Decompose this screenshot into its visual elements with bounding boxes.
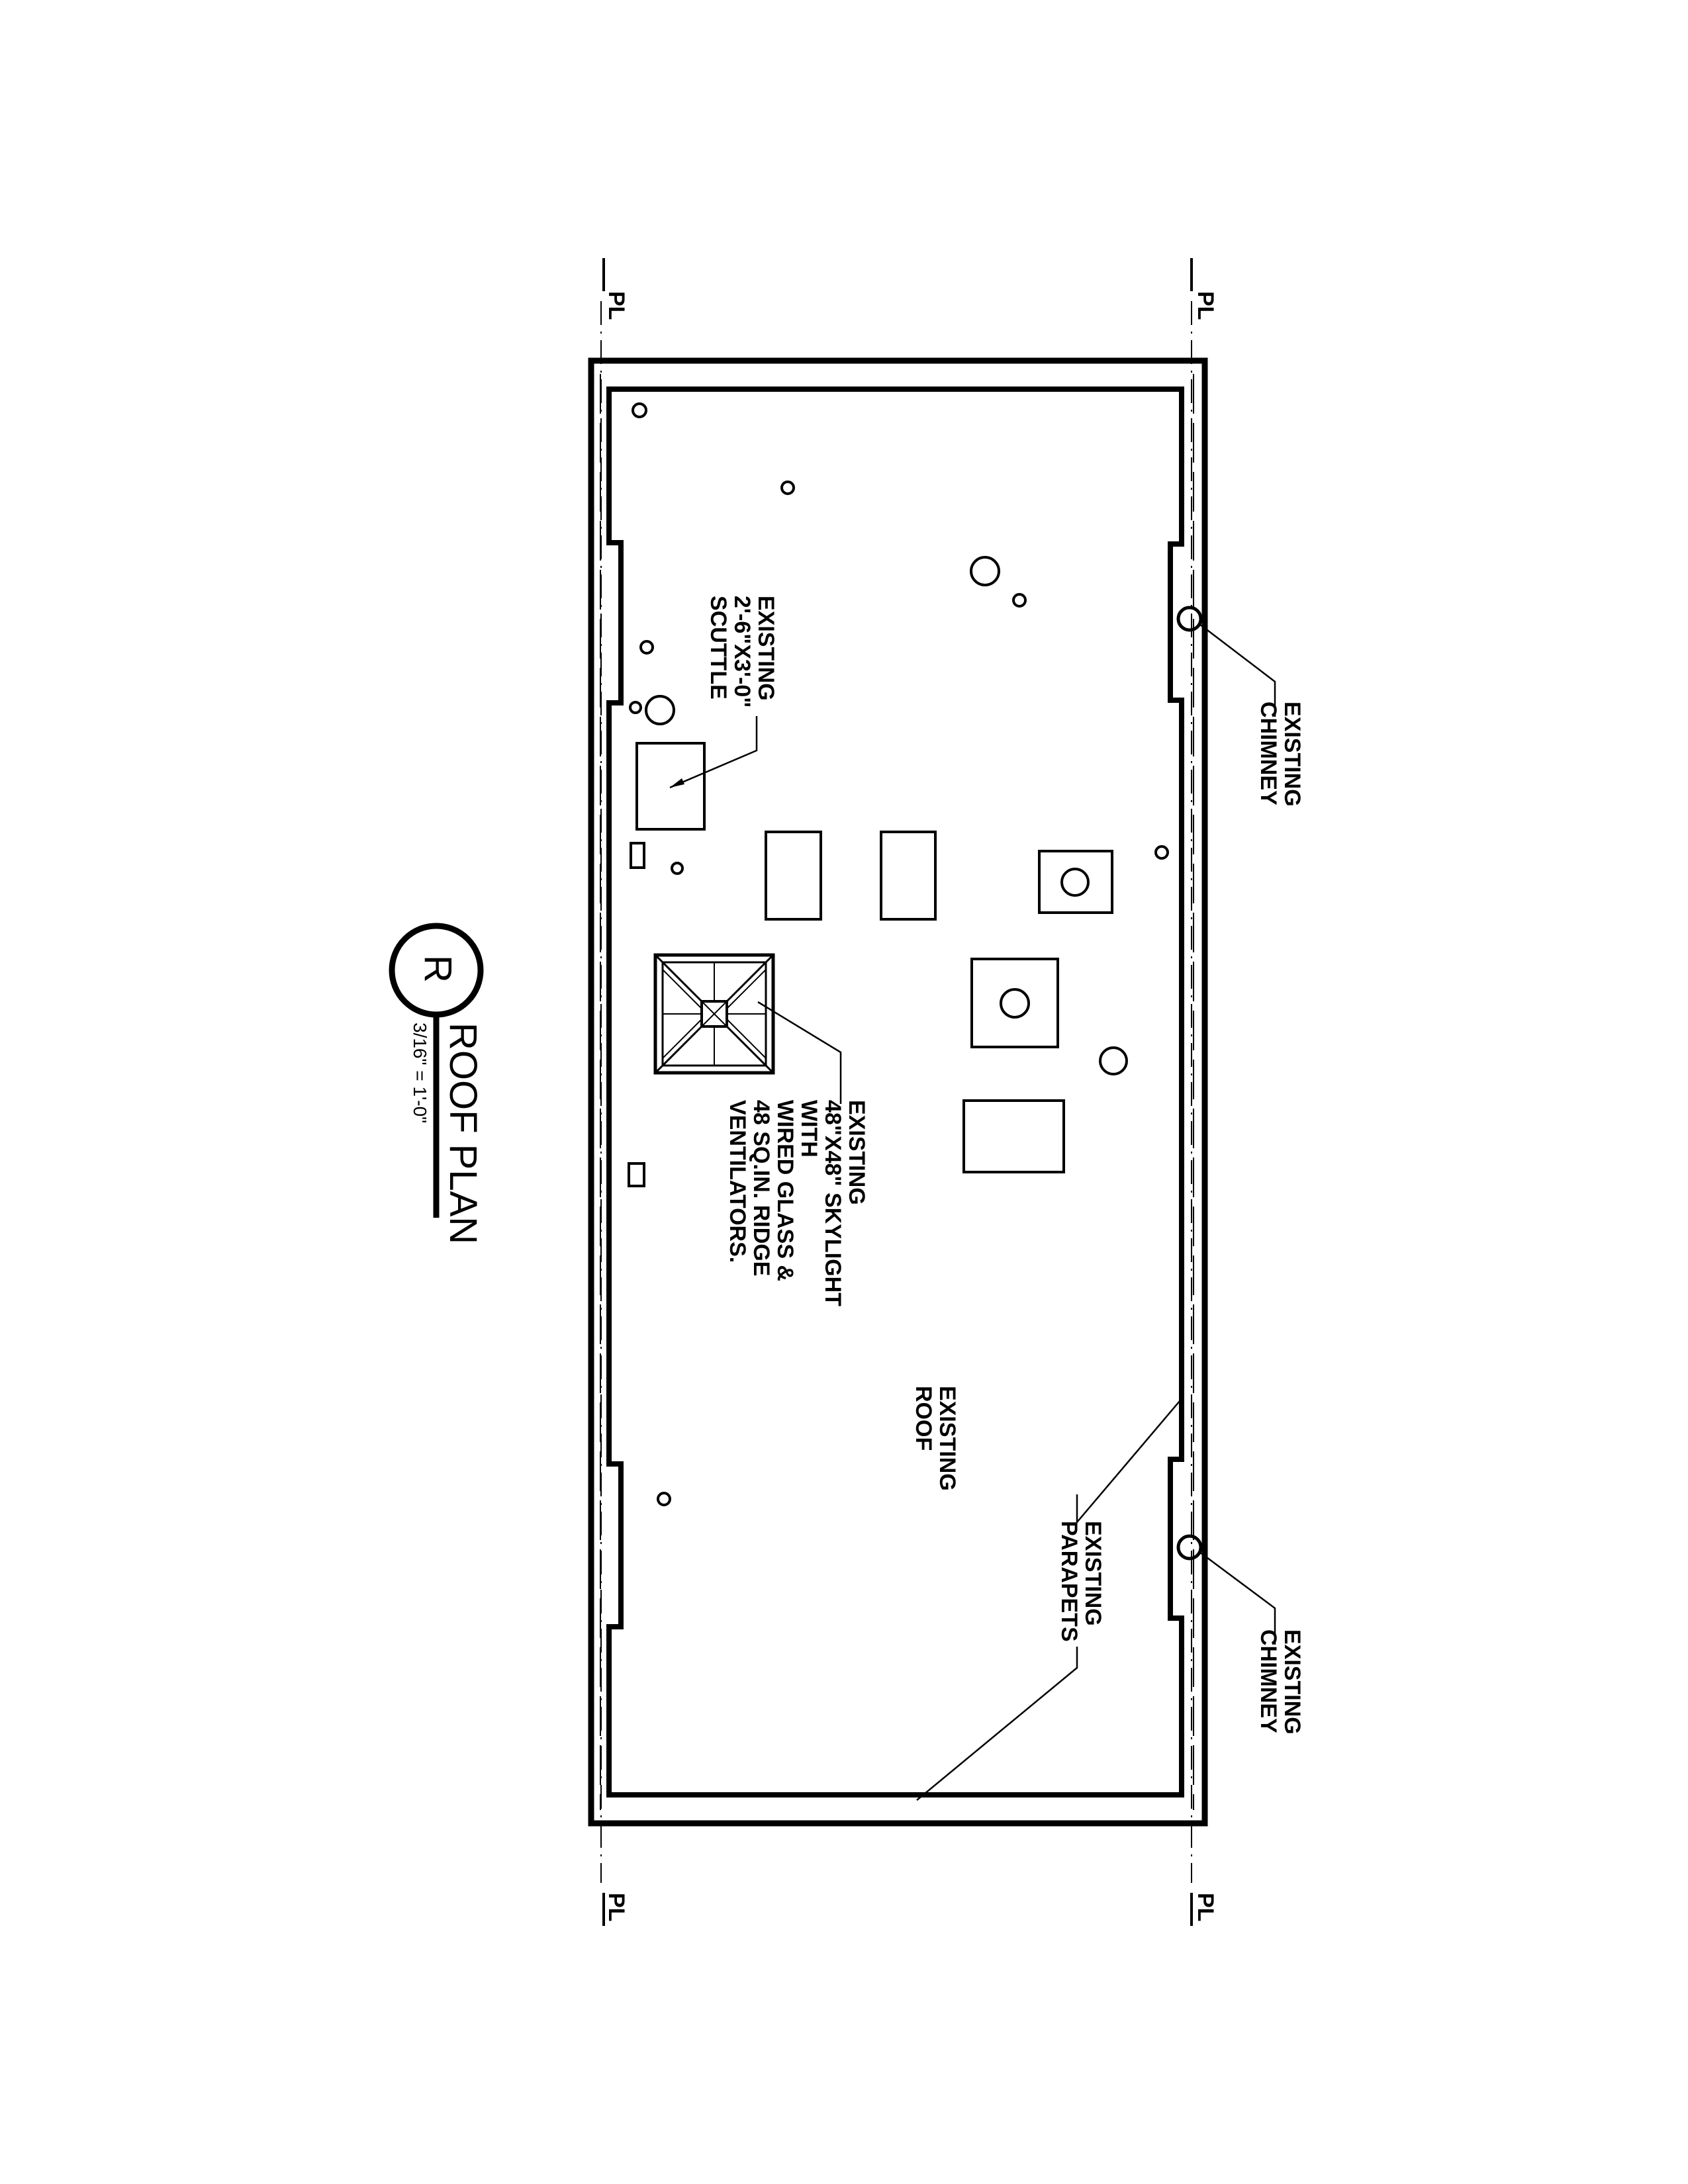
- svg-text:WITH: WITH: [796, 1100, 821, 1158]
- vent-pipe: [632, 402, 647, 418]
- exhaust-fan-hood: [1000, 988, 1030, 1019]
- svg-text:PL: PL: [1193, 291, 1218, 320]
- svg-text:EXISTING: EXISTING: [935, 1386, 960, 1491]
- scuttle-hatch: [635, 742, 706, 831]
- svg-text:48"X48" SKYLIGHT: 48"X48" SKYLIGHT: [820, 1100, 845, 1306]
- svg-text:48 SQ.IN. RIDGE: 48 SQ.IN. RIDGE: [749, 1100, 774, 1276]
- drawing-title-block: R ROOF PLAN 3/16" = 1'-0": [389, 923, 485, 1244]
- rooftop-unit: [880, 831, 937, 921]
- small-vent-box: [630, 842, 645, 869]
- svg-text:EXISTING: EXISTING: [1080, 1521, 1105, 1626]
- chimney-bottom: [1176, 1534, 1203, 1561]
- svg-text:PL: PL: [1193, 1893, 1218, 1921]
- svg-text:WIRED GLASS &: WIRED GLASS &: [773, 1100, 798, 1281]
- svg-text:VENTILATORS.: VENTILATORS.: [725, 1100, 750, 1263]
- vent-pipe: [780, 480, 795, 495]
- svg-text:EXISTING: EXISTING: [1280, 702, 1305, 807]
- svg-text:PARAPETS: PARAPETS: [1056, 1521, 1082, 1642]
- inner-parapet-outline: [606, 387, 1184, 1797]
- svg-text:PL: PL: [604, 291, 629, 320]
- vent-pipe: [657, 1492, 671, 1506]
- scuttle-arrowhead: [670, 778, 684, 788]
- rooftop-unit: [765, 831, 822, 921]
- svg-text:CHIMNEY: CHIMNEY: [1256, 702, 1281, 805]
- vent-pipe: [629, 701, 642, 714]
- svg-text:CHIMNEY: CHIMNEY: [1256, 1629, 1281, 1733]
- chimney-label-bottom: EXISTING CHIMNEY: [1256, 1629, 1305, 1735]
- pl-label-top-right: PL: [1193, 291, 1218, 320]
- svg-text:PL: PL: [604, 1893, 629, 1921]
- pl-label-bottom-left: PL: [604, 1893, 629, 1921]
- chimney-top: [1176, 606, 1203, 632]
- exhaust-fan-hood: [1060, 868, 1090, 897]
- roof-label: EXISTING ROOF: [911, 1386, 960, 1491]
- small-vent-box: [628, 1162, 645, 1187]
- pl-label-top-left: PL: [604, 291, 629, 320]
- leader-lines: [669, 623, 1276, 1801]
- svg-text:EXISTING: EXISTING: [844, 1100, 869, 1205]
- vent-pipe: [639, 640, 654, 655]
- vent-pipe: [970, 556, 1000, 586]
- skylight: [653, 953, 775, 1075]
- svg-text:EXISTING: EXISTING: [753, 596, 778, 701]
- drawing-scale: 3/16" = 1'-0": [410, 1023, 430, 1123]
- view-tag-letter: R: [416, 955, 459, 983]
- vent-pipe: [1012, 593, 1027, 608]
- vent-pipe: [671, 862, 684, 875]
- drawing-title: ROOF PLAN: [442, 1023, 485, 1244]
- chimney-label-top: EXISTING CHIMNEY: [1256, 702, 1305, 807]
- svg-text:ROOF: ROOF: [911, 1386, 936, 1451]
- exhaust-fan: [1038, 850, 1113, 914]
- parapets-label: EXISTING PARAPETS: [1056, 1521, 1105, 1642]
- svg-text:SCUTTLE: SCUTTLE: [706, 596, 731, 700]
- outer-parapet-outline: [588, 357, 1208, 1827]
- svg-text:2'-6"X3'-0": 2'-6"X3'-0": [729, 596, 755, 707]
- vent-pipe: [645, 695, 675, 725]
- vent-pipe: [1099, 1046, 1128, 1075]
- svg-text:EXISTING: EXISTING: [1280, 1629, 1305, 1735]
- rooftop-unit: [962, 1099, 1065, 1173]
- pl-label-bottom-right: PL: [1193, 1893, 1218, 1921]
- skylight-label: EXISTING 48"X48" SKYLIGHT WITH WIRED GLA…: [725, 1100, 869, 1306]
- vent-pipe: [1154, 845, 1169, 860]
- scuttle-label: EXISTING 2'-6"X3'-0" SCUTTLE: [706, 596, 778, 707]
- exhaust-fan: [970, 958, 1059, 1048]
